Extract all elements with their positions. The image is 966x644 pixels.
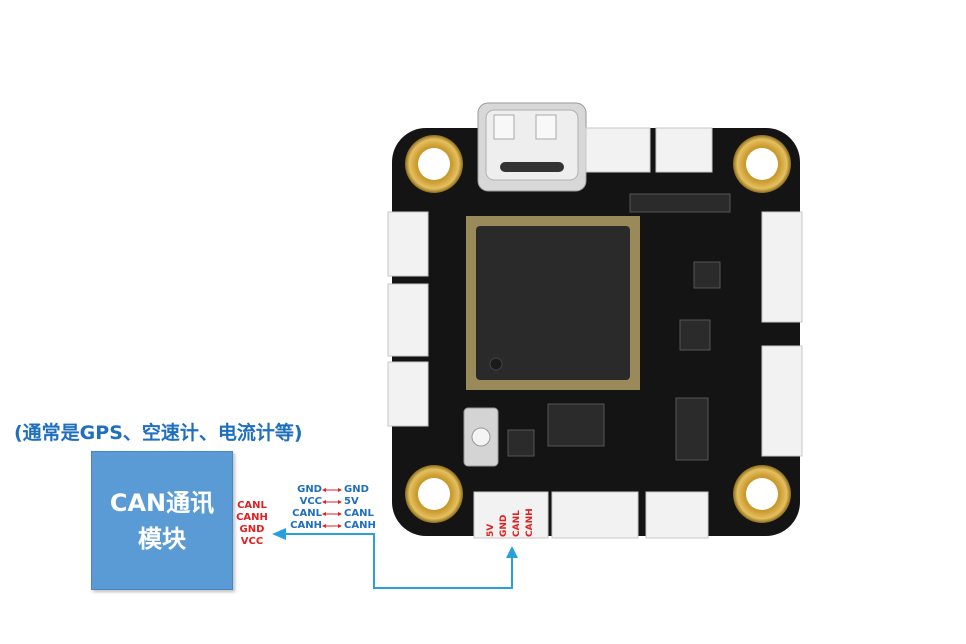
board-can-connector-pins: 5V GND CANL CANH [482,497,544,537]
mcu-chip-icon [466,216,640,390]
module-pin-canh: CANH [236,512,268,523]
small-component-icons [507,193,731,461]
board-pin-5v: 5V [486,523,496,537]
module-pin-gnd: GND [239,524,265,535]
bottom-connector-icons [473,491,709,539]
right-connector-icons [761,211,803,457]
mapping-right: CANL [344,508,374,519]
mapping-row: CANH CANH [282,520,384,532]
mapping-row: CANL CANL [282,508,384,520]
mapping-left: CANH [290,520,322,531]
module-examples-note: (通常是GPS、空速计、电流计等) [14,422,303,444]
can-module-title: CAN通讯 [109,488,215,517]
mapping-left: CANL [292,508,322,519]
mapping-row: GND GND [282,484,384,496]
mapping-right: 5V [344,496,359,507]
pin-mapping-table: GND GND VCC 5V CANL CANL CANH CANH [282,484,384,532]
can-wire-path [286,533,513,589]
can-module-subtitle: 模块 [138,524,186,553]
double-arrow-icon [322,520,342,532]
mounting-hole-icons [405,135,791,523]
double-arrow-icon [322,508,342,520]
double-arrow-icon [322,484,342,496]
can-module-box: CAN通讯 模块 [91,451,233,590]
mapping-right: GND [344,484,369,495]
board-pin-gnd: GND [499,514,509,537]
top-connector-icons [585,127,713,173]
wire-arrowhead-up [506,546,518,558]
board-pin-canl: CANL [512,510,522,537]
mapping-row: VCC 5V [282,496,384,508]
mapping-left: GND [297,484,322,495]
mapping-left: VCC [299,496,322,507]
push-button-icon [463,407,499,467]
usb-c-connector-icon [477,102,587,192]
wire-arrowhead-left [272,528,286,540]
module-pin-canl: CANL [237,500,267,511]
mapping-right: CANH [344,520,376,531]
left-connector-icons [387,211,429,427]
module-pin-list: CANL CANH GND VCC [236,500,268,548]
double-arrow-icon [322,496,342,508]
module-pin-vcc: VCC [240,536,264,547]
board-pin-canh: CANH [525,508,535,537]
